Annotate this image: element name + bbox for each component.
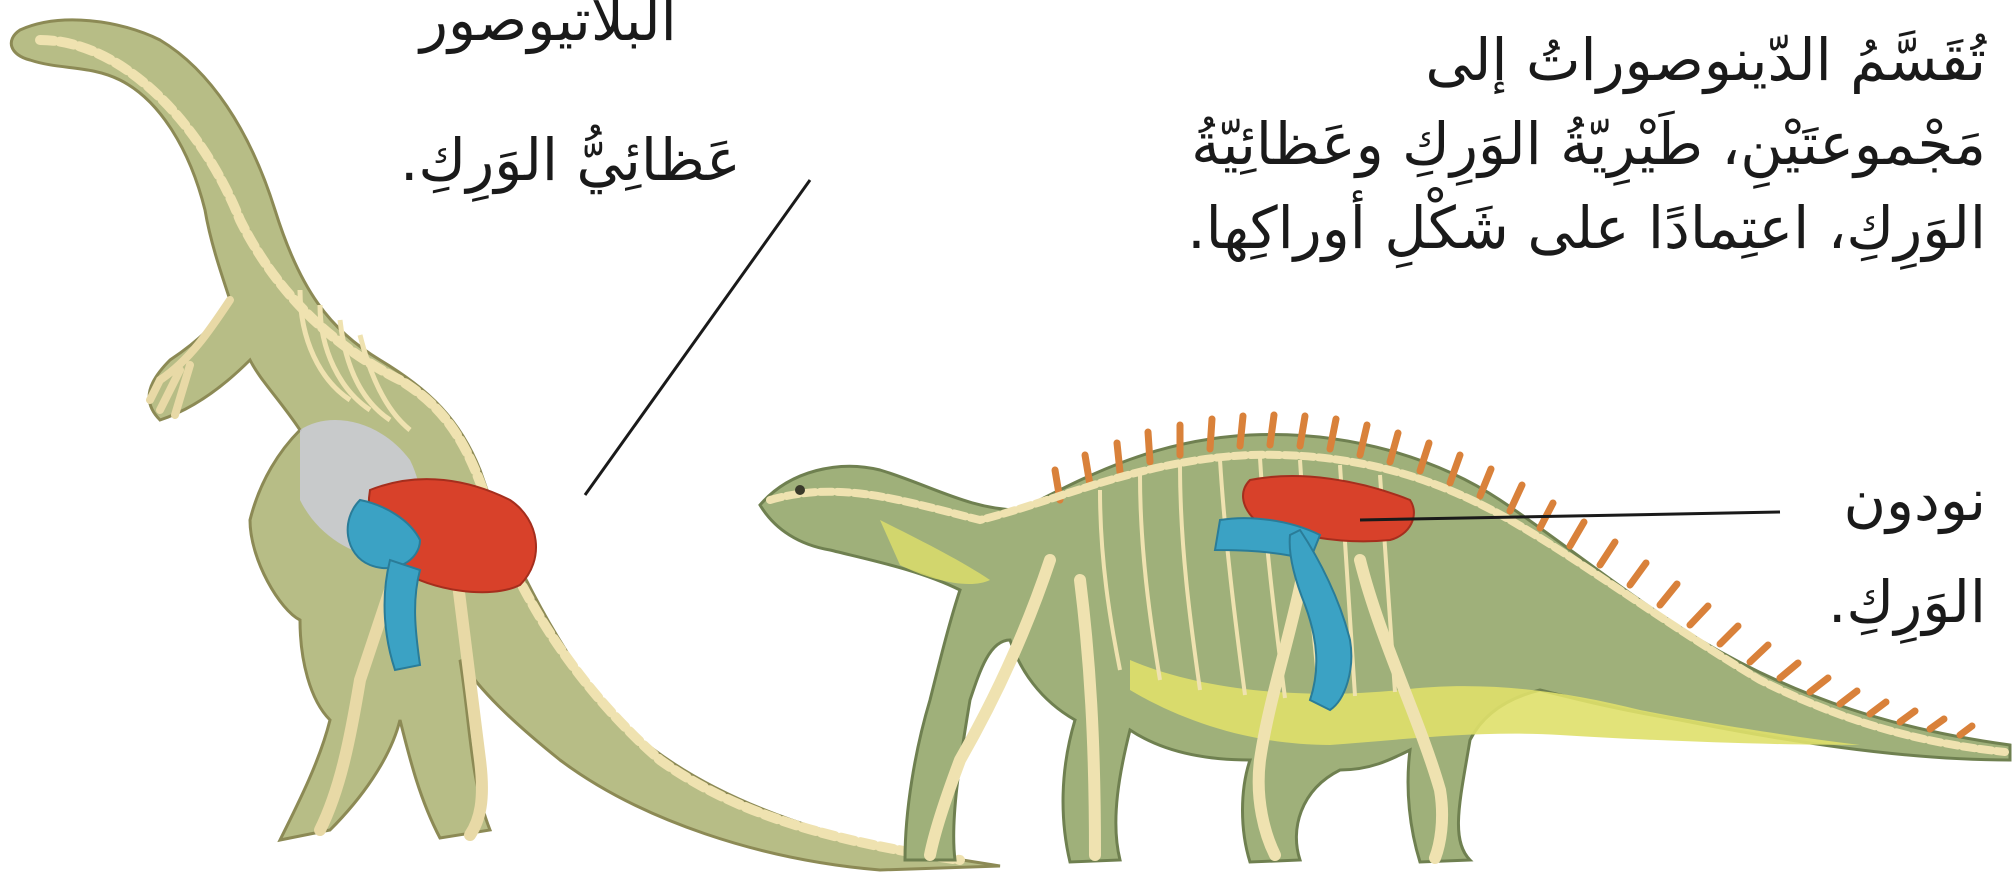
main-paragraph-line: الوَرِكِ، اعتِمادًا على شَكْلِ أوراكِها. — [1187, 186, 1986, 270]
nodosaurus-illustration — [760, 415, 2010, 862]
nodosaurus-hip-label: الوَرِكِ. — [1828, 560, 1986, 644]
plateosaurus-name-label: البلاتيوصور — [420, 0, 677, 62]
main-paragraph-line: تُقَسَّمُ الدّينوصوراتُ إلى — [1187, 18, 1986, 102]
nodosaurus-name-label: نودون — [1843, 458, 1986, 542]
main-paragraph-line: مَجْموعتَيْنِ، طَيْرِيّةُ الوَرِكِ وعَظا… — [1187, 102, 1986, 186]
plateosaurus-hip-label: عَظائِيُّ الوَرِكِ. — [400, 118, 741, 202]
main-paragraph: تُقَسَّمُ الدّينوصوراتُ إلى مَجْموعتَيْن… — [1187, 18, 1986, 270]
